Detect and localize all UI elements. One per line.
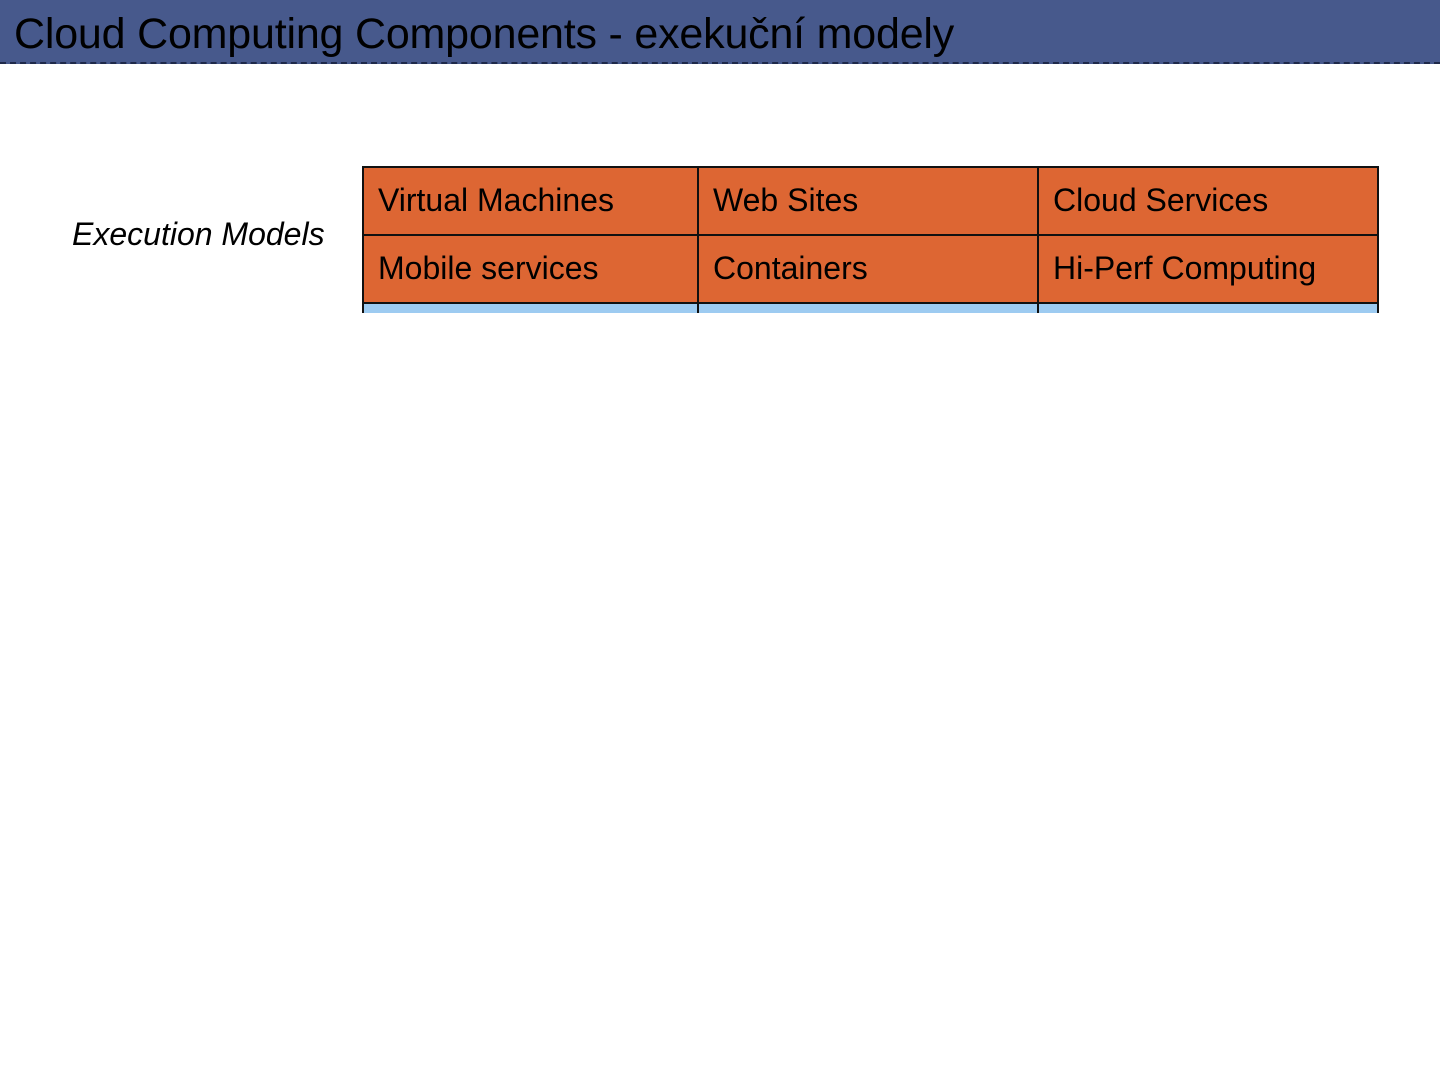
execution-models-table: Virtual Machines Web Sites Cloud Service… <box>362 166 1379 313</box>
cell-web-sites: Web Sites <box>697 166 1039 236</box>
cell-mobile-services: Mobile services <box>362 234 699 304</box>
cell-virtual-machines: Virtual Machines <box>362 166 699 236</box>
slide-title: Cloud Computing Components - exekuční mo… <box>14 10 955 58</box>
cell-cloud-services: Cloud Services <box>1037 166 1379 236</box>
next-row-cell-2 <box>697 302 1039 313</box>
execution-models-label: Execution Models <box>72 216 325 252</box>
cell-containers: Containers <box>697 234 1039 304</box>
cell-hi-perf-computing: Hi-Perf Computing <box>1037 234 1379 304</box>
next-row-cell-3 <box>1037 302 1379 313</box>
title-bar: Cloud Computing Components - exekuční mo… <box>0 0 1440 64</box>
next-row-cell-1 <box>362 302 699 313</box>
